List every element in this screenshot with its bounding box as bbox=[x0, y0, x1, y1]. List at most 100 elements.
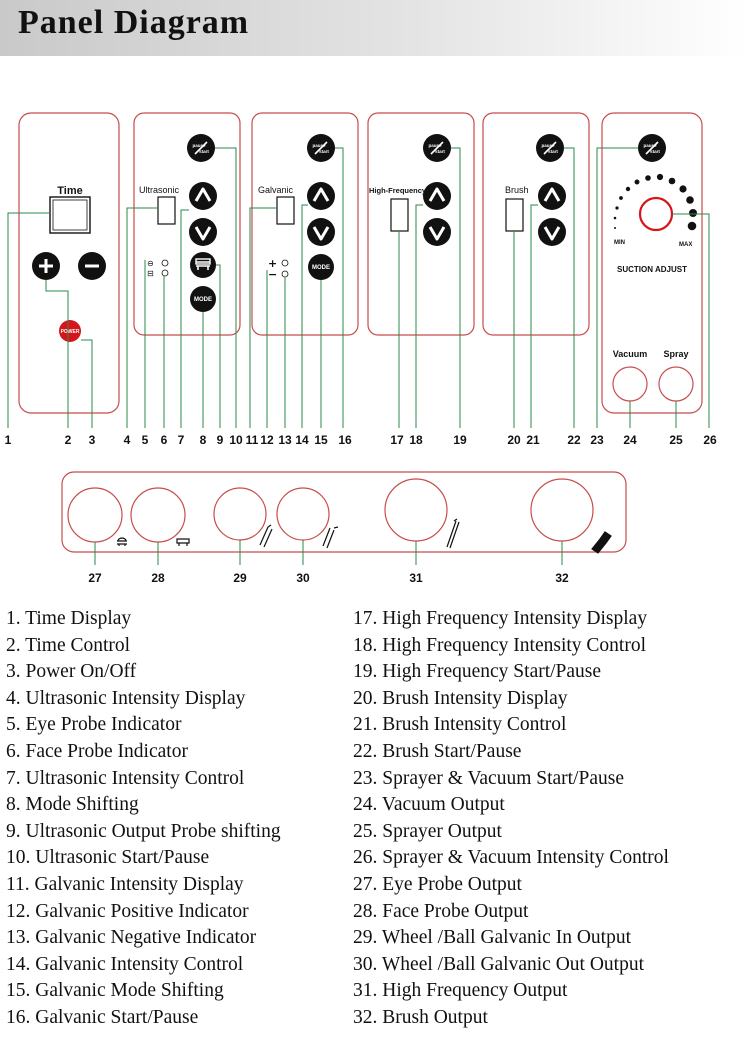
brush-intensity-display bbox=[505, 198, 524, 232]
face-probe-icon bbox=[176, 538, 190, 546]
callout-30: 30 bbox=[296, 571, 310, 585]
high-frequency-up-button[interactable] bbox=[421, 180, 453, 212]
ultrasonic-down-button[interactable] bbox=[187, 216, 219, 248]
svg-text:⊟: ⊟ bbox=[147, 269, 154, 278]
callout-31: 31 bbox=[409, 571, 423, 585]
brush-up-button[interactable] bbox=[536, 180, 568, 212]
galvanic-positive-indicator: + bbox=[268, 257, 289, 270]
probe-shift-button[interactable] bbox=[190, 252, 216, 278]
galvanic-up-button[interactable] bbox=[305, 180, 337, 212]
output-panel bbox=[61, 471, 627, 553]
legend-item: 14. Galvanic Intensity Control bbox=[6, 953, 244, 975]
legend-item: 17. High Frequency Intensity Display bbox=[353, 608, 648, 629]
brush-down-button[interactable] bbox=[536, 216, 568, 248]
legend-item: 23. Sprayer & Vacuum Start/Pause bbox=[353, 767, 624, 789]
legend-item: 1. Time Display bbox=[6, 608, 132, 629]
suction-dots bbox=[613, 173, 697, 231]
legend-item: 10. Ultrasonic Start/Pause bbox=[6, 847, 210, 869]
face-probe-icon bbox=[196, 261, 210, 270]
callout-1: 1 bbox=[5, 433, 12, 447]
face-probe-indicator: ⊟ bbox=[147, 269, 169, 278]
spray-outlet[interactable] bbox=[658, 366, 694, 402]
callout-32: 32 bbox=[555, 571, 569, 585]
callout-3: 3 bbox=[89, 433, 96, 447]
legend-item: 26. Sprayer & Vacuum Intensity Control bbox=[353, 847, 669, 869]
ultrasonic-pause-start-button[interactable] bbox=[186, 133, 216, 163]
legend-item: 7. Ultrasonic Intensity Control bbox=[6, 767, 245, 789]
brush-output[interactable] bbox=[530, 478, 594, 542]
callout-22: 22 bbox=[567, 433, 581, 447]
eye-probe-output[interactable] bbox=[67, 487, 123, 543]
power-button[interactable]: POWER bbox=[59, 320, 81, 342]
legend-item: 2. Time Control bbox=[6, 634, 131, 656]
callout-21: 21 bbox=[526, 433, 540, 447]
brush-panel bbox=[482, 112, 590, 336]
callout-26: 26 bbox=[703, 433, 717, 447]
header-bar: Panel Diagram bbox=[0, 0, 750, 56]
callout-27: 27 bbox=[88, 571, 102, 585]
callout-28: 28 bbox=[151, 571, 165, 585]
legend-item: 16. Galvanic Start/Pause bbox=[6, 1006, 199, 1028]
svg-text:MODE: MODE bbox=[312, 265, 330, 271]
legend-right: 17. High Frequency Intensity Display 18.… bbox=[353, 606, 669, 1032]
spray-vacuum-pause-start-button[interactable] bbox=[637, 133, 667, 163]
eye-probe-icon bbox=[117, 537, 127, 546]
vacuum-outlet[interactable] bbox=[612, 366, 648, 402]
high-frequency-intensity-display bbox=[390, 198, 409, 232]
min-label: MIN bbox=[614, 240, 625, 246]
power-label: POWER bbox=[61, 329, 80, 335]
high-frequency-pause-start-button[interactable] bbox=[422, 133, 452, 163]
high-frequency-output[interactable] bbox=[384, 478, 448, 542]
plus-button[interactable] bbox=[32, 252, 60, 280]
callout-8: 8 bbox=[200, 433, 207, 447]
vacuum-label: Vacuum bbox=[613, 349, 648, 359]
callout-4: 4 bbox=[124, 433, 131, 447]
legend-item: 22. Brush Start/Pause bbox=[353, 740, 522, 762]
brush-pause-start-button[interactable] bbox=[535, 133, 565, 163]
callout-14: 14 bbox=[295, 433, 309, 447]
face-probe-output[interactable] bbox=[130, 487, 186, 543]
galvanic-down-button[interactable] bbox=[305, 216, 337, 248]
legend-item: 5. Eye Probe Indicator bbox=[6, 714, 182, 736]
brush-label: Brush bbox=[505, 185, 529, 195]
callout-16: 16 bbox=[338, 433, 352, 447]
galvanic-roller-icon bbox=[322, 526, 339, 549]
callout-20: 20 bbox=[507, 433, 521, 447]
galvanic-intensity-display bbox=[276, 196, 295, 225]
legend-left: 1. Time Display 2. Time Control 3. Power… bbox=[6, 606, 281, 1032]
galvanic-pause-start-button[interactable] bbox=[306, 133, 336, 163]
galvanic-roller-icon bbox=[259, 524, 273, 548]
legend-item: 8. Mode Shifting bbox=[6, 794, 139, 816]
suction-spray-panel bbox=[601, 112, 703, 414]
high-frequency-panel bbox=[367, 112, 475, 336]
plus-icon bbox=[39, 259, 53, 273]
galvanic-label: Galvanic bbox=[258, 185, 294, 195]
legend-item: 3. Power On/Off bbox=[6, 661, 137, 683]
legend-item: 24. Vacuum Output bbox=[353, 794, 505, 816]
legend-item: 31. High Frequency Output bbox=[353, 980, 568, 1002]
brush-head-icon bbox=[591, 531, 612, 554]
callout-29: 29 bbox=[233, 571, 247, 585]
callout-7: 7 bbox=[178, 433, 185, 447]
callout-6: 6 bbox=[161, 433, 168, 447]
legend-item: 13. Galvanic Negative Indicator bbox=[6, 927, 257, 949]
callout-11: 11 bbox=[246, 433, 259, 447]
galvanic-in-output[interactable] bbox=[213, 487, 267, 541]
legend-item: 18. High Frequency Intensity Control bbox=[353, 634, 647, 656]
high-frequency-wand-icon bbox=[446, 518, 460, 549]
ultrasonic-up-button[interactable] bbox=[187, 180, 219, 212]
callout-15: 15 bbox=[314, 433, 328, 447]
suction-adjust-knob[interactable] bbox=[638, 196, 674, 232]
galvanic-mode-button[interactable]: MODE bbox=[308, 254, 334, 280]
minus-button[interactable] bbox=[78, 252, 106, 280]
eye-probe-indicator: ⊖ bbox=[147, 259, 169, 268]
high-frequency-down-button[interactable] bbox=[421, 216, 453, 248]
time-label: Time bbox=[57, 185, 82, 197]
callout-5: 5 bbox=[142, 433, 149, 447]
page-title: Panel Diagram bbox=[18, 4, 250, 41]
galvanic-out-output[interactable] bbox=[276, 487, 330, 541]
suction-adjust-label: SUCTION ADJUST bbox=[617, 265, 687, 274]
legend-item: 28. Face Probe Output bbox=[353, 900, 529, 922]
ultrasonic-mode-button[interactable]: MODE bbox=[190, 286, 216, 312]
ultrasonic-label: Ultrasonic bbox=[139, 185, 180, 195]
